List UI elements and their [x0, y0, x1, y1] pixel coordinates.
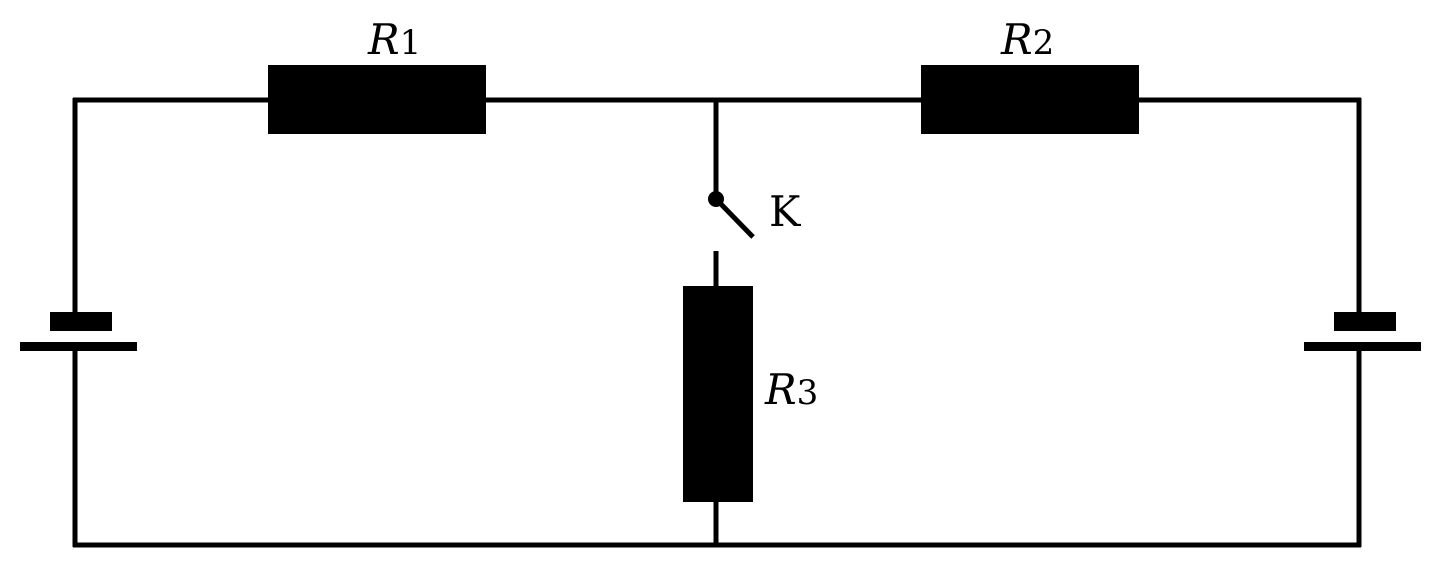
resistor-r1	[268, 65, 486, 134]
label-r3: R3	[764, 365, 818, 414]
battery-left-negative-plate	[50, 312, 112, 331]
battery-left	[20, 312, 137, 351]
label-r3-index: 3	[797, 373, 819, 413]
battery-right-negative-plate	[1334, 312, 1396, 331]
label-r2-letter: R	[1000, 15, 1033, 64]
label-r1-letter: R	[367, 15, 400, 64]
resistor-r2	[921, 65, 1139, 134]
switch-blade	[714, 197, 755, 239]
wires	[72, 97, 1362, 548]
switch-k	[708, 191, 755, 239]
label-switch-k: K	[769, 187, 802, 236]
label-r3-letter: R	[764, 365, 797, 414]
resistor-r3	[683, 286, 753, 502]
label-r1: R1	[367, 15, 421, 64]
label-r2-index: 2	[1033, 23, 1055, 63]
battery-right	[1304, 312, 1421, 351]
battery-left-positive-plate	[20, 342, 137, 351]
label-r2: R2	[1000, 15, 1054, 64]
battery-right-positive-plate	[1304, 342, 1421, 351]
label-r1-index: 1	[400, 23, 422, 63]
